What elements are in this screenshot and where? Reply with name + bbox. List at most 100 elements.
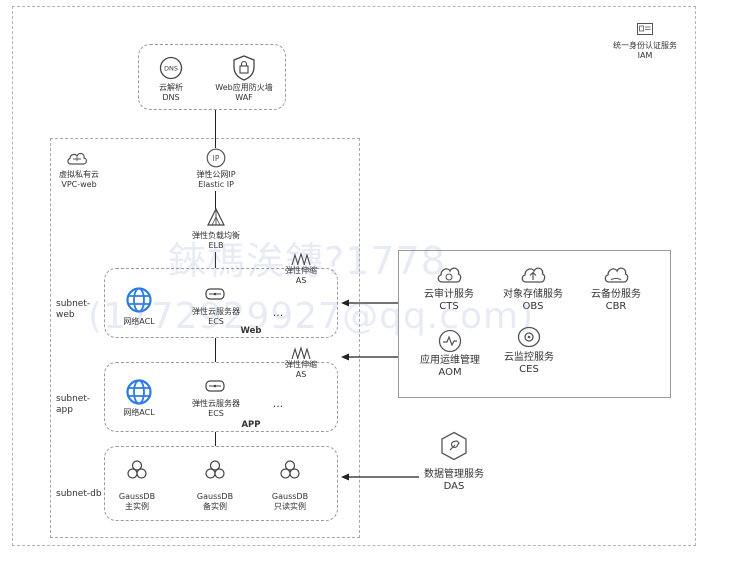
gaussdb-standby-line2: 备实例	[203, 502, 227, 511]
gaussdb-standby-line1: GaussDB	[196, 492, 234, 501]
elb-label-line1: 弹性负载均衡	[192, 231, 240, 240]
acl-web-globe-icon	[126, 287, 152, 313]
elb-label: 弹性负载均衡 ELB	[186, 231, 246, 251]
vpc-label: 虚拟私有云 VPC-web	[54, 170, 104, 190]
iam-label-line2: IAM	[637, 51, 653, 60]
svg-text:DNS: DNS	[164, 65, 178, 73]
subnet-web-box	[104, 268, 338, 338]
connector-app-db	[215, 432, 217, 446]
as-app-label-line2: AS	[295, 370, 307, 379]
gaussdb-standby-icon	[205, 460, 225, 479]
waf-label-line2: WAF	[235, 93, 253, 102]
gaussdb-primary-line2: 主实例	[125, 502, 149, 511]
obs-label-line2: OBS	[522, 301, 544, 312]
svg-text:IP: IP	[213, 154, 220, 163]
ces-label-line1: 云监控服务	[504, 352, 554, 363]
gaussdb-readonly-icon	[280, 460, 300, 479]
connector-web-app	[215, 338, 217, 362]
outer-region	[12, 6, 696, 546]
das-wrench-icon	[441, 431, 467, 461]
gaussdb-primary-line1: GaussDB	[118, 492, 156, 501]
connector-elb-web	[215, 252, 217, 268]
gaussdb-primary-icon	[127, 460, 147, 479]
dns-label-line1: 云解析	[159, 83, 183, 92]
ecs-app-icon	[205, 380, 225, 392]
web-more-dots: ...	[272, 306, 284, 319]
dns-label: 云解析 DNS	[146, 83, 196, 103]
ces-label-line2: CES	[519, 364, 539, 375]
cbr-label-line2: CBR	[605, 301, 627, 312]
das-label-line1: 数据管理服务	[424, 469, 484, 480]
iam-label: 统一身份认证服务 IAM	[600, 41, 690, 61]
ecs-web-label-line1: 弹性云服务器	[192, 307, 240, 316]
waf-label-line1: Web应用防火墙	[215, 83, 273, 92]
web-tier-label: Web	[240, 326, 262, 336]
acl-web-label: 网络ACL	[123, 317, 155, 326]
dns-icon: DNS	[159, 56, 183, 80]
elb-icon	[207, 208, 225, 226]
app-tier-label: APP	[241, 420, 261, 430]
gaussdb-readonly-line2: 只读实例	[274, 502, 306, 511]
as-app-label-line1: 弹性伸缩	[285, 360, 317, 369]
ecs-app-label-line1: 弹性云服务器	[192, 399, 240, 408]
gaussdb-readonly-label: GaussDB 只读实例	[265, 492, 315, 512]
obs-label: 对象存储服务 OBS	[495, 289, 571, 313]
acl-app-label: 网络ACL	[123, 408, 155, 417]
ecs-app-label: 弹性云服务器 ECS	[186, 399, 246, 419]
das-label-line2: DAS	[443, 481, 465, 492]
id-card-icon	[637, 23, 653, 35]
ecs-web-label-line2: ECS	[208, 317, 224, 326]
eip-icon: IP	[206, 148, 226, 168]
waf-shield-icon	[233, 55, 255, 81]
ecs-web-label: 弹性云服务器 ECS	[186, 307, 246, 327]
connector-eip-elb	[215, 191, 217, 209]
gaussdb-primary-label: GaussDB 主实例	[112, 492, 162, 512]
subnet-app-label: subnet-app	[56, 394, 91, 415]
ecs-web-icon	[205, 288, 225, 300]
aom-label-line1: 应用运维管理	[420, 355, 480, 366]
connector-dns-eip	[215, 110, 217, 148]
subnet-web-label: subnet-web	[56, 299, 91, 320]
arrow-to-web	[341, 299, 398, 307]
obs-label-line1: 对象存储服务	[503, 289, 563, 300]
aom-label-line2: AOM	[438, 367, 462, 378]
cbr-label-line1: 云备份服务	[591, 289, 641, 300]
eip-label: 弹性公网IP Elastic IP	[186, 170, 246, 190]
cts-label-line2: CTS	[439, 301, 459, 312]
vpc-cloud-icon	[67, 152, 87, 165]
vpc-label-line2: VPC-web	[61, 180, 97, 189]
cts-icon	[437, 267, 462, 283]
arrow-das-to-db	[341, 473, 419, 481]
as-web-label-line2: AS	[295, 276, 307, 285]
as-web-label-line1: 弹性伸缩	[285, 266, 317, 275]
cbr-label: 云备份服务 CBR	[581, 289, 651, 313]
subnet-db-label: subnet-db	[56, 489, 102, 499]
subnet-db-box	[104, 446, 338, 521]
gaussdb-readonly-line1: GaussDB	[271, 492, 309, 501]
vpc-web-group	[50, 138, 360, 538]
ces-label: 云监控服务 CES	[493, 352, 565, 376]
aom-label: 应用运维管理 AOM	[410, 355, 490, 379]
obs-icon	[521, 267, 546, 283]
cts-label: 云审计服务 CTS	[414, 289, 484, 313]
cbr-icon	[604, 267, 629, 283]
app-more-dots: ...	[272, 397, 284, 410]
as-web-label: 弹性伸缩 AS	[281, 266, 321, 286]
as-app-label: 弹性伸缩 AS	[281, 360, 321, 380]
das-label: 数据管理服务 DAS	[414, 469, 494, 493]
gaussdb-standby-label: GaussDB 备实例	[190, 492, 240, 512]
dns-waf-group	[138, 44, 286, 110]
eip-label-line1: 弹性公网IP	[196, 170, 236, 179]
arrow-to-app	[341, 353, 398, 361]
eip-label-line2: Elastic IP	[198, 180, 234, 189]
iam-label-line1: 统一身份认证服务	[613, 41, 677, 50]
waf-label: Web应用防火墙 WAF	[204, 83, 284, 103]
subnet-app-box	[104, 362, 338, 432]
dns-label-line2: DNS	[162, 93, 180, 102]
elb-label-line2: ELB	[208, 241, 224, 250]
cts-label-line1: 云审计服务	[424, 289, 474, 300]
vpc-label-line1: 虚拟私有云	[59, 170, 99, 179]
aom-icon	[438, 329, 462, 353]
as-app-icon	[291, 346, 311, 360]
acl-app-globe-icon	[126, 379, 152, 405]
